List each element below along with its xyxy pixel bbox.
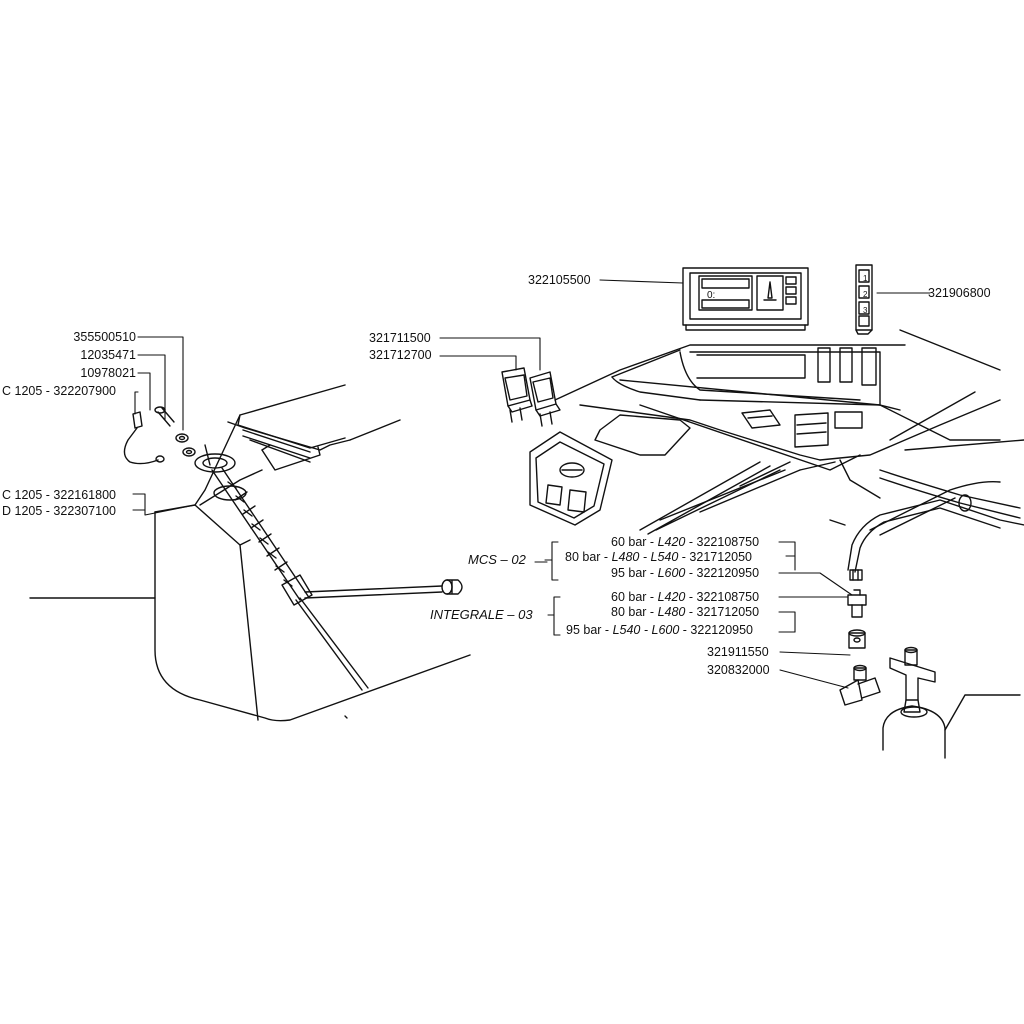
callout-322105500: 322105500: [528, 273, 591, 287]
switch-key-1: 1: [863, 274, 868, 283]
switch-panel-drawing: [529, 431, 613, 526]
callout-10978021: 10978021: [80, 366, 136, 380]
callout-320832000: 320832000: [707, 663, 770, 677]
integrale-row-80bar: 80 bar - L480 - 321712050: [611, 605, 760, 619]
mcs-row-80bar: 80 bar - L480 - L540 - 321712050: [565, 550, 752, 564]
tee-and-canister-drawing: [882, 646, 1021, 759]
group-mcs-02: MCS – 02: [468, 552, 526, 567]
integrale-row-95bar: 95 bar - L540 - L600 - 322120950: [566, 623, 753, 637]
group-integrale-03: INTEGRALE – 03: [430, 607, 533, 622]
switch-key-2: 2: [863, 290, 868, 299]
switch-strip-321906800-drawing: [855, 264, 873, 335]
dashboard-drawing: [554, 329, 1024, 535]
mcs-row-60bar: 60 bar - L420 - 322108750: [611, 535, 760, 549]
exploded-fittings-left: [123, 406, 196, 465]
callout-321906800: 321906800: [928, 286, 991, 300]
callout-322161800: C 1205 - 322161800: [2, 488, 116, 502]
switch-key-3: 3: [863, 306, 868, 315]
pressure-sensor-drawing: [847, 480, 1024, 649]
callout-355500510: 355500510: [73, 330, 136, 344]
relays-drawing: [501, 367, 561, 427]
display-unit-322105500-drawing: [682, 267, 809, 331]
integrale-row-60bar: 60 bar - L420 - 322108750: [611, 590, 760, 604]
fuel-level-sender-drawing: [194, 444, 463, 691]
callout-322207900: C 1205 - 322207900: [2, 384, 116, 398]
callout-12035471: 12035471: [80, 348, 136, 362]
mcs-row-95bar: 95 bar - L600 - 322120950: [611, 566, 760, 580]
callout-321911550: 321911550: [707, 645, 769, 659]
callout-321712700: 321712700: [369, 348, 432, 362]
callout-321711500: 321711500: [369, 331, 431, 345]
callout-322307100: D 1205 - 322307100: [2, 504, 116, 518]
display-readout: 0:: [707, 290, 715, 301]
fuel-tank-drawing: [29, 384, 471, 722]
leader-lines: [132, 279, 931, 689]
elbow-fitting-drawing: [839, 664, 881, 706]
